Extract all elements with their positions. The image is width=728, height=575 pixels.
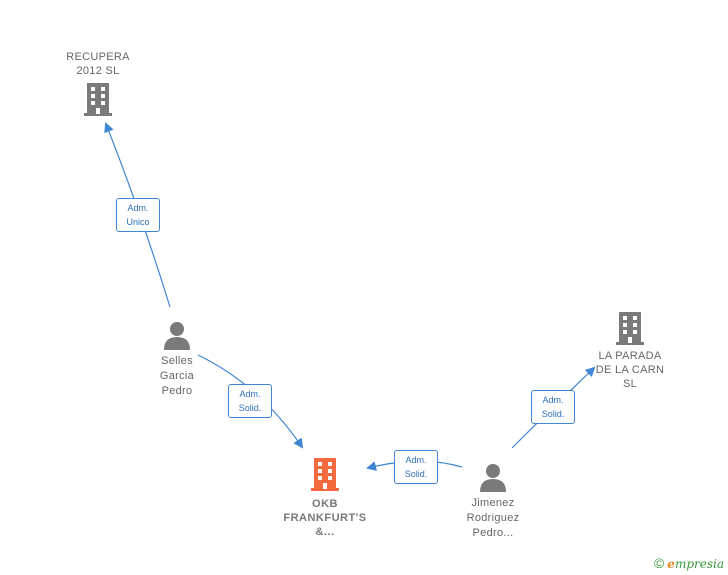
- person-icon: [164, 322, 190, 350]
- brand-name: mpresia: [674, 557, 724, 571]
- node-recupera-label: RECUPERA 2012 SL: [66, 51, 130, 77]
- building-icon: [84, 83, 112, 116]
- node-jimenez-label: Jimenez Rodriguez Pedro...: [466, 497, 520, 539]
- node-selles-label: Selles Garcia Pedro: [159, 355, 195, 397]
- edge-label-jimenez-la-parada[interactable]: Adm. Solid.: [531, 390, 575, 424]
- brand-initial: e: [667, 557, 675, 571]
- node-okb[interactable]: OKB FRANKFURT'S &...: [270, 456, 380, 539]
- person-icon: [480, 464, 506, 492]
- building-icon: [311, 458, 339, 491]
- edge-label-selles-recupera[interactable]: Adm. Unico: [116, 198, 160, 232]
- node-recupera[interactable]: RECUPERA 2012 SL: [48, 50, 148, 117]
- edge-label-jimenez-okb[interactable]: Adm. Solid.: [394, 450, 438, 484]
- edge-label-selles-okb[interactable]: Adm. Solid.: [228, 384, 272, 418]
- building-icon: [616, 312, 644, 345]
- node-la-parada-label: LA PARADA DE LA CARN SL: [595, 350, 665, 390]
- copyright-icon: ©: [653, 555, 665, 571]
- node-selles[interactable]: Selles Garcia Pedro: [137, 320, 217, 399]
- node-jimenez[interactable]: Jimenez Rodriguez Pedro...: [448, 462, 538, 541]
- footer-brand[interactable]: ©empresia: [654, 555, 724, 571]
- node-la-parada[interactable]: LA PARADA DE LA CARN SL: [578, 310, 682, 391]
- node-okb-label: OKB FRANKFURT'S &...: [283, 498, 367, 538]
